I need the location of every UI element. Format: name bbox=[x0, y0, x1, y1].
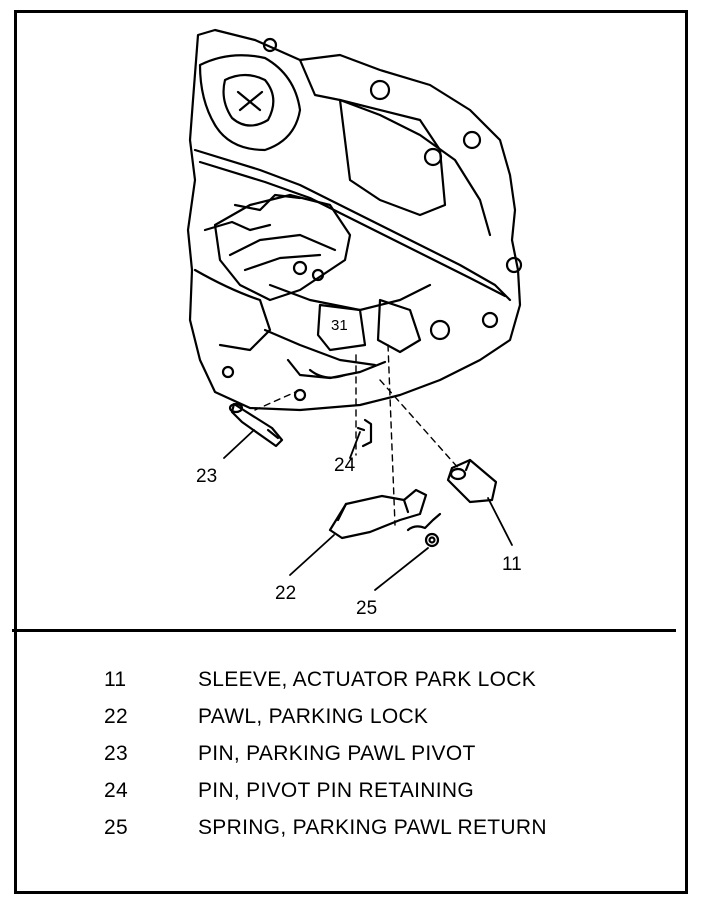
transmission-case bbox=[186, 28, 523, 412]
legend-row: 24 PIN, PIVOT PIN RETAINING bbox=[0, 779, 704, 805]
legend-description: PIN, PIVOT PIN RETAINING bbox=[198, 779, 474, 802]
parking-lock-pawl bbox=[328, 488, 428, 540]
callout-22: 22 bbox=[275, 583, 296, 604]
legend-description: PAWL, PARKING LOCK bbox=[198, 705, 429, 728]
figure-frame bbox=[14, 10, 688, 894]
divider bbox=[12, 629, 676, 632]
legend-row: 11 SLEEVE, ACTUATOR PARK LOCK bbox=[0, 668, 704, 694]
legend-number: 22 bbox=[104, 705, 128, 728]
legend-description: PIN, PARKING PAWL PIVOT bbox=[198, 742, 476, 765]
alignment-lines bbox=[254, 344, 461, 526]
legend-description: SPRING, PARKING PAWL RETURN bbox=[198, 816, 547, 839]
callout-23: 23 bbox=[196, 466, 217, 487]
actuator-park-lock-sleeve bbox=[446, 458, 498, 504]
legend-number: 23 bbox=[104, 742, 128, 765]
callout-25: 25 bbox=[356, 598, 377, 619]
legend-row: 25 SPRING, PARKING PAWL RETURN bbox=[0, 816, 704, 842]
callout-24: 24 bbox=[334, 455, 356, 476]
leader-lines bbox=[223, 429, 513, 591]
legend-description: SLEEVE, ACTUATOR PARK LOCK bbox=[198, 668, 537, 691]
parking-pawl-pivot-pin bbox=[228, 402, 284, 448]
callout-31: 31 bbox=[331, 317, 348, 334]
legend-number: 25 bbox=[104, 816, 128, 839]
transmission-diagram: 23 24 11 22 25 31 bbox=[186, 28, 523, 619]
legend-number: 24 bbox=[104, 779, 128, 802]
legend-number: 11 bbox=[104, 668, 127, 691]
legend-row: 23 PIN, PARKING PAWL PIVOT bbox=[0, 742, 704, 768]
parking-pawl-return-spring bbox=[406, 512, 442, 548]
pivot-pin-retaining-pin bbox=[356, 418, 373, 448]
callout-11: 11 bbox=[502, 554, 522, 575]
legend-row: 22 PAWL, PARKING LOCK bbox=[0, 705, 704, 731]
